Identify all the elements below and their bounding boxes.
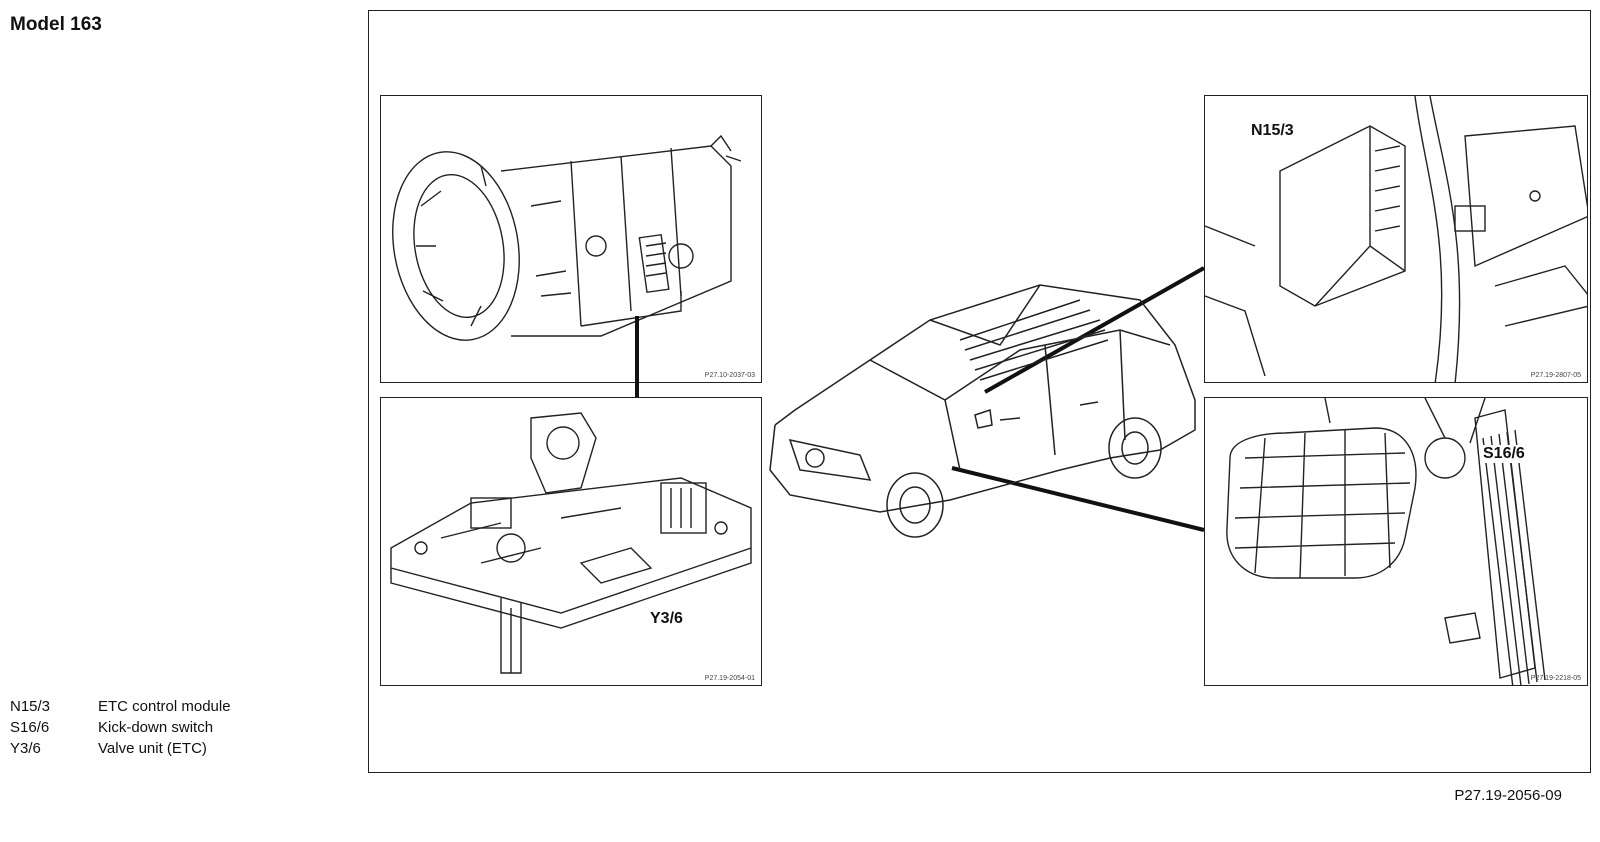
pedals-image-id: P27.19-2218-05 (1530, 675, 1581, 682)
legend-code: Y3/6 (10, 740, 41, 757)
diagram-frame (368, 10, 1591, 773)
pedals-drawing (1226, 398, 1546, 685)
control-module-drawing (1205, 96, 1587, 382)
kick-down-switch-label: S16/6 (1481, 445, 1527, 463)
control-module-image-id: P27.19-2807-05 (1530, 372, 1581, 379)
legend-code: N15/3 (10, 698, 51, 715)
legend-description: Valve unit (ETC) (98, 740, 207, 757)
legend-description: Kick-down switch (98, 719, 214, 736)
pedals-panel: S16/6 P27.19-2218-05 (1204, 397, 1588, 686)
valve-unit-image-id: P27.19-2054-01 (704, 675, 755, 682)
valve-unit-drawing (390, 412, 752, 674)
figure-id: P27.19-2056-09 (1454, 787, 1562, 804)
model-title: Model 163 (10, 14, 102, 35)
legend-item: S16/6 Kick-down switch (10, 717, 231, 738)
pointer-lines (635, 266, 1205, 532)
transmission-image-id: P27.10-2037-03 (704, 372, 755, 379)
legend-item: Y3/6 Valve unit (ETC) (10, 738, 231, 759)
transmission-panel: P27.10-2037-03 (380, 95, 762, 383)
control-module-panel: N15/3 P27.19-2807-05 (1204, 95, 1588, 383)
control-module-label: N15/3 (1249, 122, 1296, 140)
legend-code: S16/6 (10, 719, 50, 736)
valve-unit-label: Y3/6 (648, 610, 685, 628)
vehicle-drawing (769, 284, 1196, 538)
legend-item: N15/3 ETC control module (10, 696, 231, 717)
legend: N15/3 ETC control module S16/6 Kick-down… (10, 696, 231, 759)
transmission-drawing (392, 134, 742, 341)
valve-unit-panel: Y3/6 P27.19-2054-01 (380, 397, 762, 686)
pointer-line-kick-down-switch (951, 466, 1205, 532)
legend-description: ETC control module (98, 698, 231, 715)
pointer-line-control-module (984, 266, 1205, 394)
